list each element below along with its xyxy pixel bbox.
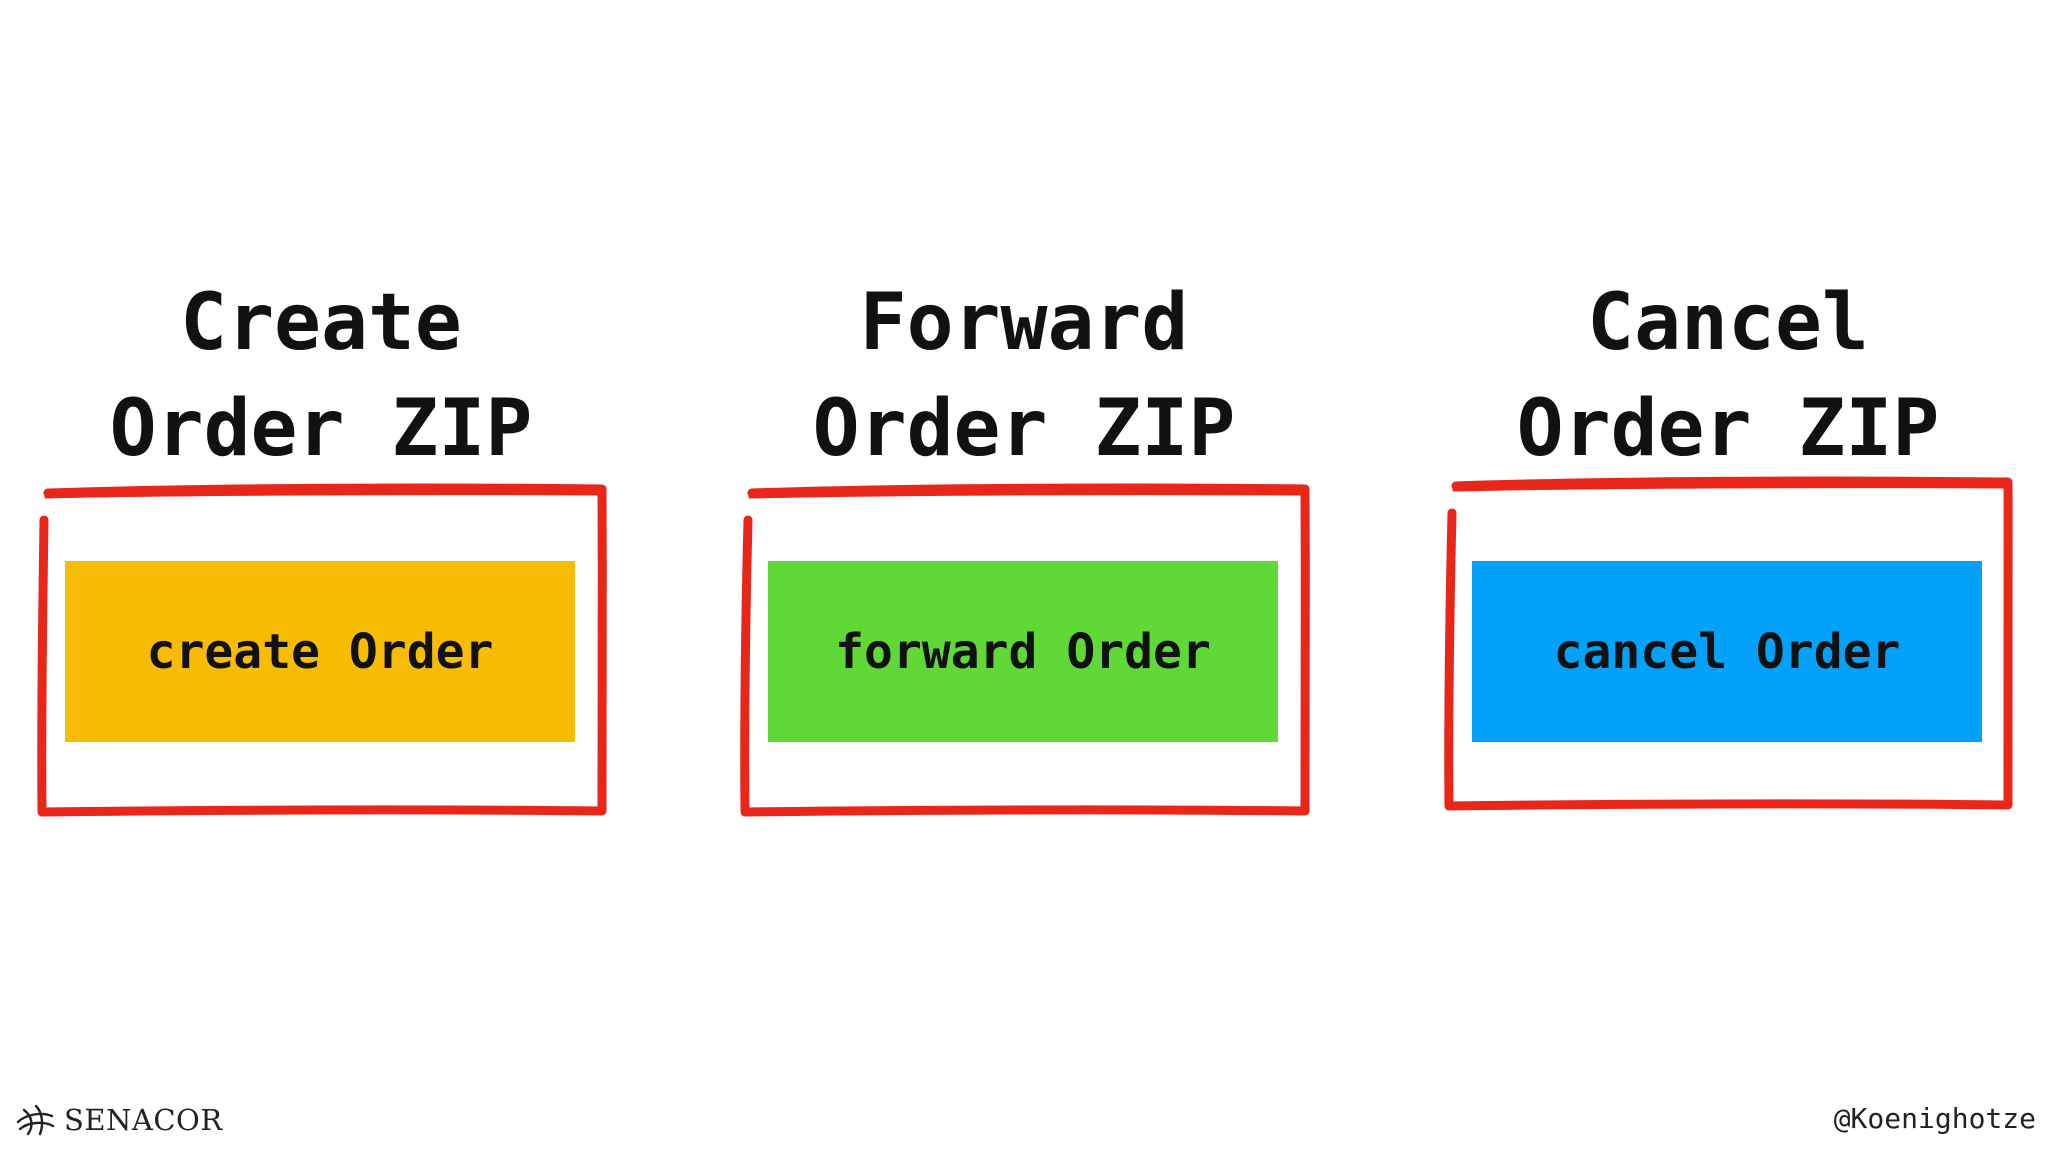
senacor-logo-icon [16,1104,55,1136]
create-frame-edge [44,492,600,499]
cancel-title-line1: Cancel [1587,278,1869,368]
cancel-title-line2: Order ZIP [1516,384,1940,474]
twitter-handle: @Koenighotze [1833,1102,2036,1135]
forward-frame-edge [748,492,1303,499]
senacor-logo-text: SENACOR [64,1103,223,1137]
forward-title: Forward Order ZIP [714,270,1334,482]
cancel-title: Cancel Order ZIP [1418,270,2038,482]
forward-title-line1: Forward [859,278,1189,368]
cancel-frame-edge [1452,485,2006,492]
create-title-line1: Create [180,278,462,368]
cancel-order-label: cancel Order [1553,623,1901,680]
create-title-line2: Order ZIP [109,384,533,474]
create-order-label: create Order [146,623,494,680]
forward-order-box[interactable]: forward Order [768,561,1278,742]
forward-order-label: forward Order [835,623,1211,680]
create-title: Create Order ZIP [11,270,631,482]
senacor-logo: SENACOR [14,1100,223,1140]
cancel-order-box[interactable]: cancel Order [1472,561,1982,742]
create-order-box[interactable]: create Order [65,561,575,742]
forward-title-line2: Order ZIP [812,384,1236,474]
